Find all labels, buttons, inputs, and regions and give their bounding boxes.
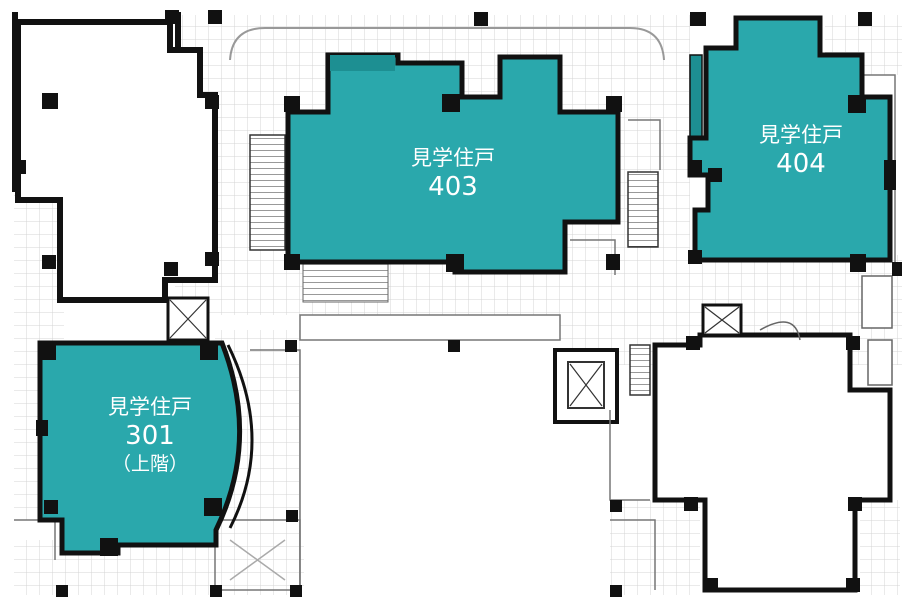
unit-403-label: 見学住戸 403 [393,145,513,204]
unit-301-label: 見学住戸 301 （上階） [90,394,210,477]
unit-403-number: 403 [428,172,478,203]
right-lower-tower [652,332,893,593]
unit-404-area [687,15,896,272]
structural-walls [12,10,902,597]
unit-301-note: （上階） [111,452,188,475]
unit-404-number: 404 [776,149,826,180]
unit-301-number: 301 [125,421,175,452]
unit-301-title: 見学住戸 [108,395,192,419]
unit-404-label: 見学住戸 404 [741,122,861,181]
staircases [249,54,703,396]
unit-404-title: 見学住戸 [759,123,843,147]
unit-301-area [36,340,254,556]
court-outline [229,27,665,61]
service-cores [166,275,893,424]
unit-403-area [284,52,622,275]
unit-403-title: 見学住戸 [411,146,495,170]
left-tower [12,19,219,303]
